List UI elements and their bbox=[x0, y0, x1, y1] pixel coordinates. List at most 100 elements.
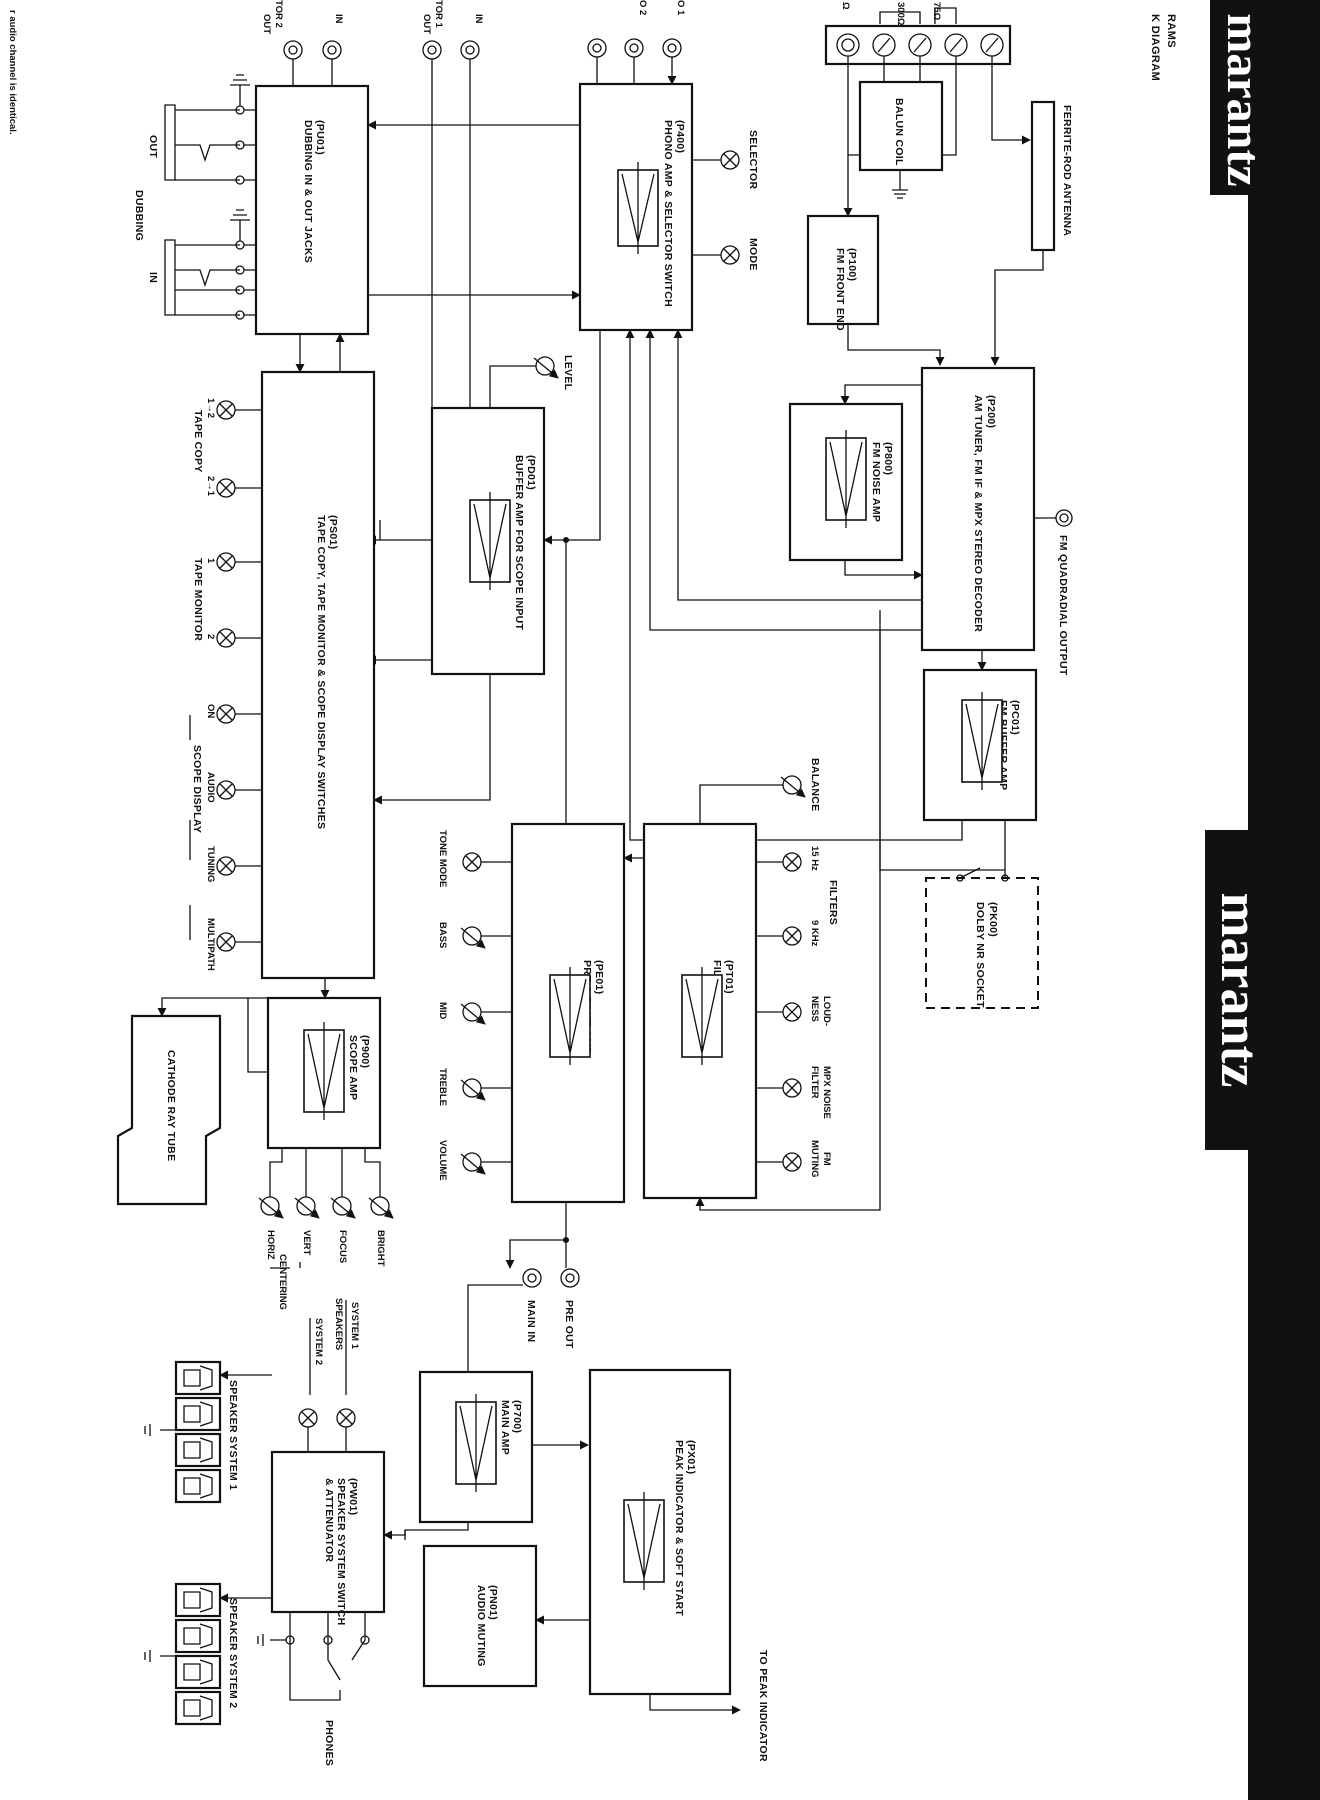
main-in-jack[interactable] bbox=[522, 1268, 542, 1288]
block-pd01-code: (PD01) bbox=[525, 455, 537, 490]
block-pk00-name: DOLBY NR SOCKET bbox=[974, 902, 986, 1008]
filter-15hz-switch[interactable] bbox=[782, 852, 802, 872]
mid-knob[interactable] bbox=[460, 1002, 486, 1025]
monitor1-label: TOR 1 bbox=[433, 0, 444, 29]
dubbing-out-jack[interactable] bbox=[164, 74, 256, 185]
amp-symbol bbox=[549, 967, 591, 1065]
filters-label: FILTERS bbox=[827, 880, 839, 925]
mpx-noise-filter-switch[interactable] bbox=[782, 1078, 802, 1098]
horiz-centering-knob[interactable] bbox=[258, 1196, 284, 1219]
fm-quadradial-jack[interactable] bbox=[1055, 509, 1073, 527]
block-pn01-name: AUDIO MUTING bbox=[475, 1585, 487, 1667]
filter-9khz-label: 9 KHz bbox=[809, 920, 820, 947]
scope-knobs[interactable] bbox=[258, 1196, 394, 1219]
monitor1-jacks[interactable] bbox=[422, 40, 480, 60]
block-p800: (P800) FM NOISE AMP bbox=[788, 402, 904, 562]
antenna-label-ohm: Ω bbox=[840, 2, 851, 10]
centering-label: CENTERING bbox=[277, 1254, 288, 1310]
dubbing-in-jack[interactable] bbox=[164, 209, 256, 320]
scope-audio-label: AUDIO bbox=[205, 772, 216, 803]
block-p900: (P900) SCOPE AMP bbox=[266, 996, 382, 1150]
tone-mode-switch[interactable] bbox=[462, 852, 482, 872]
tape-monitor-2-switch[interactable] bbox=[216, 628, 236, 648]
tape-monitor-2-label: 2 bbox=[205, 634, 216, 639]
antenna-terminal-strip bbox=[824, 24, 1012, 66]
tone-mode-label: TONE MODE bbox=[437, 830, 448, 887]
speaker-system-1 bbox=[144, 1360, 222, 1504]
brand-bar-top bbox=[1210, 0, 1320, 195]
mid-label: MID bbox=[437, 1002, 448, 1020]
note-fragment: r audio channel is identical. bbox=[7, 10, 18, 135]
mode-knob[interactable] bbox=[720, 245, 740, 265]
brand-logo-top: marantz bbox=[1217, 13, 1270, 186]
dubbing-label: DUBBING bbox=[133, 190, 145, 241]
speaker-system-2 bbox=[144, 1582, 222, 1726]
phones-jack[interactable] bbox=[257, 1612, 370, 1701]
block-pu01-code: (PU01) bbox=[314, 120, 326, 155]
monitor1-out-label: OUT bbox=[421, 14, 432, 34]
tape-copy-21-switch[interactable] bbox=[216, 478, 236, 498]
horiz-label: HORIZ bbox=[265, 1230, 276, 1260]
scope-on-switch[interactable] bbox=[216, 704, 236, 724]
scope-multipath-switch[interactable] bbox=[216, 932, 236, 952]
dubbing-out-label: OUT bbox=[147, 135, 159, 158]
block-pw01-code: (PW01) bbox=[347, 1478, 359, 1515]
bright-knob[interactable] bbox=[368, 1196, 394, 1219]
scope-on-label: ON bbox=[205, 704, 216, 718]
pt01-controls[interactable] bbox=[782, 852, 802, 1172]
scope-tuning-switch[interactable] bbox=[216, 856, 236, 876]
monitor2-jacks[interactable] bbox=[283, 40, 342, 60]
focus-label: FOCUS bbox=[337, 1230, 348, 1263]
selector-knob[interactable] bbox=[720, 150, 740, 170]
phono-label-o2: O 2 bbox=[637, 0, 648, 15]
phones-label: PHONES bbox=[323, 1720, 335, 1766]
phono-input-jacks[interactable] bbox=[587, 38, 682, 58]
tape-copy-12-switch[interactable] bbox=[216, 400, 236, 420]
filter-9khz-switch[interactable] bbox=[782, 926, 802, 946]
block-pw01-name: SPEAKER SYSTEM SWITCH bbox=[335, 1478, 347, 1625]
loudness-switch[interactable] bbox=[782, 1002, 802, 1022]
speaker-system1-label: SYSTEM 1 bbox=[349, 1302, 360, 1350]
page-subtitle-fragment: K DIAGRAM bbox=[1149, 14, 1161, 81]
treble-label: TREBLE bbox=[437, 1068, 448, 1106]
ps01-switches[interactable] bbox=[216, 400, 236, 952]
block-px01-code: (PX01) bbox=[685, 1440, 697, 1474]
balance-knob[interactable] bbox=[780, 775, 806, 798]
tape-monitor-1-switch[interactable] bbox=[216, 552, 236, 572]
speaker-system1-switch[interactable] bbox=[336, 1408, 356, 1428]
block-pt01: (PT01) FILTER AMP bbox=[642, 822, 758, 1200]
vert-centering-knob[interactable] bbox=[294, 1196, 320, 1219]
block-pn01-code: (PN01) bbox=[487, 1585, 499, 1620]
block-p200-name: AM TUNER, FM IF & MPX STEREO DECODER bbox=[972, 395, 984, 632]
level-knob[interactable] bbox=[533, 356, 559, 379]
pre-out-jack[interactable] bbox=[560, 1268, 580, 1288]
tape-monitor-1-label: 1 bbox=[205, 558, 216, 564]
volume-knob[interactable] bbox=[460, 1152, 486, 1175]
balun-coil-box bbox=[858, 80, 944, 172]
brand-logo-mid: marantz bbox=[1210, 893, 1270, 1088]
treble-knob[interactable] bbox=[460, 1078, 486, 1101]
scope-audio-switch[interactable] bbox=[216, 780, 236, 800]
scope-multipath-label: MULTIPATH bbox=[205, 918, 216, 971]
cathode-ray-tube: CATHODE RAY TUBE bbox=[116, 1014, 222, 1206]
to-peak-indicator-label: TO PEAK INDICATOR bbox=[757, 1650, 769, 1762]
block-p800-code: (P800) bbox=[882, 442, 894, 475]
bass-knob[interactable] bbox=[460, 926, 486, 949]
block-p100: (P100) FM FRONT END bbox=[806, 214, 880, 331]
focus-knob[interactable] bbox=[330, 1196, 356, 1219]
speaker-system-1-label: SPEAKER SYSTEM 1 bbox=[227, 1380, 239, 1490]
block-p200: (P200) AM TUNER, FM IF & MPX STEREO DECO… bbox=[920, 366, 1036, 652]
pe01-controls[interactable] bbox=[460, 852, 486, 1175]
tape-copy-label: TAPE COPY bbox=[192, 410, 204, 473]
phono-label-o1: O 1 bbox=[675, 0, 686, 16]
loudness-label-2: NESS bbox=[809, 996, 820, 1022]
speaker-system2-switch[interactable] bbox=[298, 1408, 318, 1428]
block-pd01: (PD01) BUFFER AMP FOR SCOPE INPUT bbox=[430, 406, 546, 676]
mode-label: MODE bbox=[747, 238, 759, 271]
block-p400-name: PHONO AMP & SELECTOR SWITCH bbox=[662, 120, 674, 307]
balance-label: BALANCE bbox=[809, 758, 821, 811]
scope-display-label: SCOPE DISPLAY bbox=[191, 745, 203, 833]
fm-muting-switch[interactable] bbox=[782, 1152, 802, 1172]
scope-tuning-label: TUNING bbox=[205, 846, 216, 882]
